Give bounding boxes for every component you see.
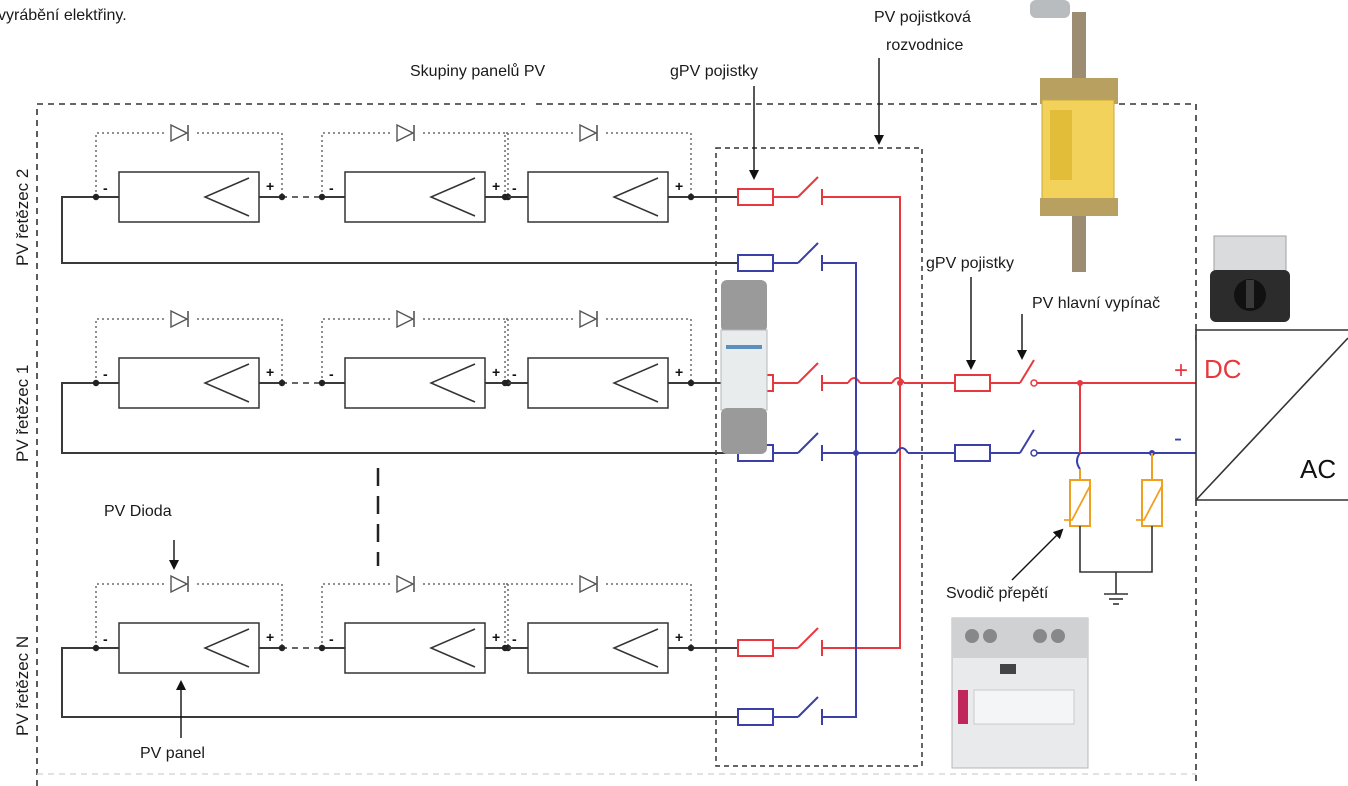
intro-text-fragment: vyrábění elektřiny.: [0, 7, 127, 24]
switch-icon: [797, 627, 819, 649]
inverter-dc-label: DC: [1204, 354, 1242, 384]
fuse-box-frame: [715, 147, 923, 767]
cylindrical-fuse-image: [720, 280, 768, 454]
nh-fuse-image: [1040, 12, 1118, 272]
pv-panel-icon: [118, 357, 260, 409]
fuse-icon: [737, 254, 774, 272]
inverter-plus: +: [1174, 357, 1188, 384]
polarity-minus: -: [512, 180, 517, 196]
switch-icon: [797, 242, 819, 264]
pv-panel-icon: [527, 171, 669, 223]
inverter-minus: -: [1174, 425, 1182, 452]
inverter-ac-label: AC: [1300, 454, 1336, 484]
polarity-minus: -: [512, 366, 517, 382]
label-pv-panel: PV panel: [140, 745, 205, 762]
label-fuse-box-line2: rozvodnice: [886, 37, 963, 54]
pv-panel-icon: [527, 357, 669, 409]
polarity-plus: +: [675, 178, 683, 194]
polarity-plus: +: [266, 629, 274, 645]
pv-panel-icon: [118, 171, 260, 223]
fuse-icon: [737, 639, 774, 657]
pv-panel-icon: [118, 622, 260, 674]
label-gpv-fuses-top: gPV pojistky: [670, 63, 758, 80]
label-string-n: PV řetězec N: [13, 636, 32, 736]
pv-string-row: -+-+-+: [61, 574, 823, 726]
arrow-surge-arrester: [1011, 528, 1064, 581]
top-photo-fragment: [1030, 0, 1070, 18]
main-fuses: [954, 359, 1035, 462]
switch-icon: [1019, 359, 1035, 384]
label-gpv-fuses-right: gPV pojistky: [926, 255, 1014, 272]
ground-icon: [1104, 593, 1128, 605]
polarity-plus: +: [675, 629, 683, 645]
pv-string-row: -+-+-+: [61, 309, 823, 462]
fuse-icon: [954, 444, 991, 462]
polarity-minus: -: [103, 631, 108, 647]
polarity-minus: -: [512, 631, 517, 647]
label-pv-diode: PV Dioda: [104, 503, 172, 520]
label-string-1: PV řetězec 1: [13, 365, 32, 462]
polarity-plus: +: [675, 364, 683, 380]
polarity-minus: -: [329, 366, 334, 382]
inverter-icon: + DC - AC: [1174, 329, 1348, 501]
polarity-plus: +: [266, 178, 274, 194]
switch-icon: [797, 696, 819, 718]
polarity-plus: +: [266, 364, 274, 380]
pv-panel-icon: [344, 357, 486, 409]
rotary-switch-image: [1210, 235, 1290, 322]
polarity-minus: -: [103, 366, 108, 382]
label-surge-arrester: Svodič přepětí: [946, 585, 1049, 602]
label-panel-groups: Skupiny panelů PV: [410, 62, 546, 80]
surge-arrester-module-image: [951, 617, 1089, 769]
polarity-plus: +: [492, 178, 500, 194]
positive-bus: [822, 196, 1196, 649]
switch-icon: [1019, 429, 1035, 454]
polarity-plus: +: [492, 629, 500, 645]
switch-icon: [797, 176, 819, 198]
pv-panel-icon: [344, 622, 486, 674]
fuse-icon: [954, 374, 991, 392]
polarity-minus: -: [103, 180, 108, 196]
label-fuse-box-line1: PV pojistková: [874, 9, 971, 26]
fuse-icon: [737, 708, 774, 726]
switch-icon: [797, 432, 819, 454]
label-main-switch: PV hlavní vypínač: [1032, 295, 1160, 312]
polarity-minus: -: [329, 180, 334, 196]
surge-arrester: [1064, 383, 1163, 605]
fuse-icon: [737, 188, 774, 206]
pv-string-row: -+-+-+: [61, 123, 823, 272]
pv-strings: -+-+-+-+-+-+-+-+-+: [61, 123, 823, 726]
label-string-2: PV řetězec 2: [13, 169, 32, 266]
polarity-plus: +: [492, 364, 500, 380]
pv-panel-icon: [344, 171, 486, 223]
polarity-minus: -: [329, 631, 334, 647]
pv-panel-icon: [527, 622, 669, 674]
switch-icon: [797, 362, 819, 384]
